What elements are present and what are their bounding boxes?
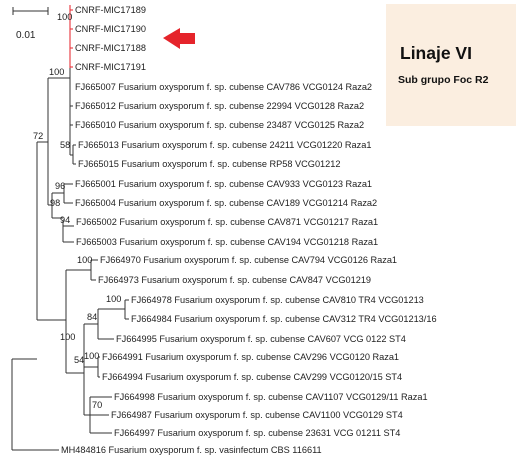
- tree-branches: [11, 68, 129, 451]
- leaf-label: FJ664994 Fusarium oxysporum f. sp. cuben…: [102, 372, 402, 382]
- leaf-label: FJ664973 Fusarium oxysporum f. sp. cuben…: [98, 275, 371, 285]
- lineage-title: Linaje VI: [400, 43, 472, 63]
- bootstrap-value: 72: [33, 131, 43, 141]
- leaf-label: FJ664997 Fusarium oxysporum f. sp. cuben…: [114, 428, 400, 438]
- lineage-panel: Linaje VI Sub grupo Foc R2: [386, 4, 516, 126]
- leaf-label: MH484816 Fusarium oxysporum f. sp. vasin…: [61, 445, 322, 455]
- leaf-label: FJ665002 Fusarium oxysporum f. sp. cuben…: [76, 217, 378, 227]
- leaf-label: FJ665003 Fusarium oxysporum f. sp. cuben…: [76, 237, 378, 247]
- leaf-label: FJ664998 Fusarium oxysporum f. sp. cuben…: [114, 392, 428, 402]
- bootstrap-value: 58: [60, 140, 70, 150]
- leaf-label: FJ664978 Fusarium oxysporum f. sp. cuben…: [131, 295, 424, 305]
- leaf-label: FJ665012 Fusarium oxysporum f. sp. cuben…: [75, 101, 364, 111]
- leaf-label: FJ665007 Fusarium oxysporum f. sp. cuben…: [75, 82, 372, 92]
- leaf-label: FJ664995 Fusarium oxysporum f. sp. cuben…: [116, 334, 406, 344]
- leaf-label: FJ664991 Fusarium oxysporum f. sp. cuben…: [102, 352, 399, 362]
- bootstrap-value: 100: [49, 67, 64, 77]
- bootstrap-value: 100: [57, 12, 72, 22]
- arrow-left-icon: [163, 28, 195, 49]
- bootstrap-value: 100: [77, 255, 92, 265]
- leaf-label: CNRF-MIC17191: [75, 62, 146, 72]
- bootstrap-value: 98: [50, 198, 60, 208]
- highlighted-branch: [69, 5, 73, 68]
- bootstrap-value: 70: [92, 400, 102, 410]
- leaf-label: FJ665001 Fusarium oxysporum f. sp. cuben…: [75, 179, 372, 189]
- leaf-label: FJ665004 Fusarium oxysporum f. sp. cuben…: [75, 198, 377, 208]
- scale-bar: [12, 7, 49, 15]
- bootstrap-value: 94: [60, 215, 70, 225]
- bootstrap-value: 84: [87, 312, 97, 322]
- leaf-label: FJ665010 Fusarium oxysporum f. sp. cuben…: [75, 120, 364, 130]
- leaf-label: FJ665015 Fusarium oxysporum f. sp. cuben…: [78, 159, 341, 169]
- bootstrap-value: 100: [60, 332, 75, 342]
- leaf-label: FJ665013 Fusarium oxysporum f. sp. cuben…: [78, 140, 371, 150]
- bootstrap-value: 100: [84, 351, 99, 361]
- bootstrap-value: 96: [55, 181, 65, 191]
- bootstrap-value: 54: [74, 355, 84, 365]
- lineage-subtitle: Sub grupo Foc R2: [398, 74, 489, 86]
- bootstrap-value: 100: [106, 294, 121, 304]
- leaf-label: FJ664970 Fusarium oxysporum f. sp. cuben…: [100, 255, 397, 265]
- scale-bar-label: 0.01: [16, 30, 36, 41]
- leaf-label: CNRF-MIC17188: [75, 43, 146, 53]
- leaf-label: CNRF-MIC17189: [75, 5, 146, 15]
- leaf-label: FJ664987 Fusarium oxysporum f. sp. cuben…: [111, 410, 403, 420]
- leaf-label: FJ664984 Fusarium oxysporum f. sp. cuben…: [131, 314, 437, 324]
- leaf-label: CNRF-MIC17190: [75, 24, 146, 34]
